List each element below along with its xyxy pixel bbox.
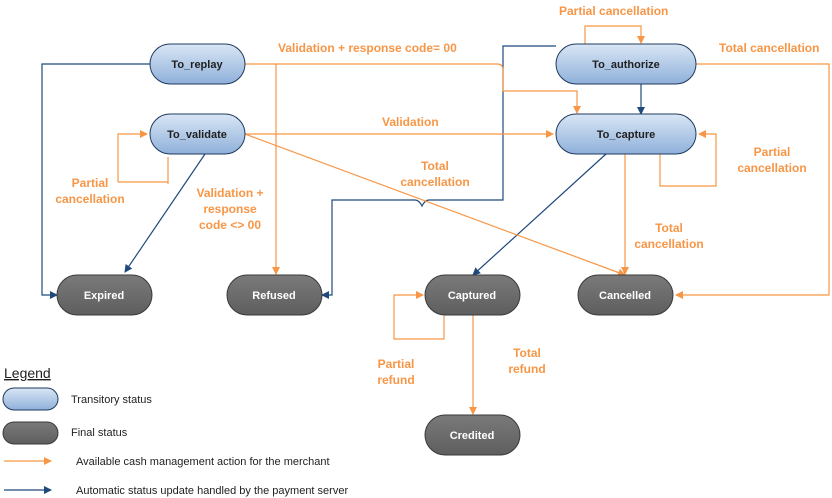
node-to-replay: To_replay xyxy=(149,43,246,85)
node-cancelled: Cancelled xyxy=(577,274,674,316)
node-captured: Captured xyxy=(424,274,521,316)
label-partial-cancellation-left-1: Partial xyxy=(72,176,109,190)
node-to-capture: To_capture xyxy=(555,113,697,155)
edge-replay-to-capture xyxy=(276,63,581,114)
node-expired: Expired xyxy=(56,274,153,316)
node-to-authorize-label: To_authorize xyxy=(592,59,660,71)
label-validation-response-00: Validation + response code= 00 xyxy=(278,41,457,55)
edge-validate-to-cancelled xyxy=(244,133,626,277)
edge-captured-partial-refund-loop xyxy=(393,291,445,340)
label-total-refund-1: Total xyxy=(513,346,541,360)
node-to-replay-label: To_replay xyxy=(171,59,223,71)
edge-capture-to-captured xyxy=(472,153,607,276)
edge-validate-partial-cancellation-loop xyxy=(117,134,169,184)
edge-authorize-partial-cancellation-loop xyxy=(584,25,645,44)
label-partial-cancellation-top: Partial cancellation xyxy=(559,4,668,18)
label-total-cancellation-right-2: cancellation xyxy=(634,237,703,251)
node-credited: Credited xyxy=(424,414,521,456)
label-partial-refund-1: Partial xyxy=(378,357,415,371)
label-total-cancellation-mid-1: Total xyxy=(421,159,449,173)
node-expired-label: Expired xyxy=(84,290,124,302)
node-to-validate-label: To_validate xyxy=(167,129,227,141)
legend-transitory-label: Transitory status xyxy=(71,394,152,406)
edge-authorize-to-refused xyxy=(321,45,556,299)
label-validation-response-not00-1: Validation + xyxy=(196,186,263,200)
node-credited-label: Credited xyxy=(450,430,495,442)
label-total-cancellation-mid-2: cancellation xyxy=(400,175,469,189)
node-refused-label: Refused xyxy=(252,290,295,302)
label-validation-response-not00-3: code <> 00 xyxy=(199,218,261,232)
label-total-cancellation-right-1: Total xyxy=(655,221,683,235)
node-cancelled-label: Cancelled xyxy=(599,290,651,302)
edge-validate-to-expired xyxy=(124,153,206,273)
edge-replay-to-expired xyxy=(41,63,150,299)
label-validation: Validation xyxy=(382,115,439,129)
legend-final-swatch xyxy=(2,421,59,445)
node-to-authorize: To_authorize xyxy=(555,43,697,85)
node-to-capture-label: To_capture xyxy=(597,129,655,141)
node-captured-label: Captured xyxy=(448,290,496,302)
edge-authorize-to-cancelled xyxy=(675,63,830,299)
edge-capture-partial-cancellation-loop xyxy=(659,130,717,187)
legend-transitory-swatch xyxy=(2,387,59,411)
label-partial-cancellation-right-1: Partial xyxy=(754,145,791,159)
label-partial-refund-2: refund xyxy=(377,373,414,387)
node-refused: Refused xyxy=(226,274,323,316)
label-partial-cancellation-left-2: cancellation xyxy=(55,192,124,206)
edge-replay-to-refused xyxy=(245,63,280,275)
node-to-validate: To_validate xyxy=(149,113,246,155)
legend-merchant-label: Available cash management action for the… xyxy=(76,456,330,468)
legend-automatic-label: Automatic status update handled by the p… xyxy=(76,485,348,497)
label-partial-cancellation-right-2: cancellation xyxy=(737,161,806,175)
label-total-refund-2: refund xyxy=(508,362,545,376)
legend-title: Legend xyxy=(4,365,51,381)
label-validation-response-not00-2: response xyxy=(203,202,257,216)
legend-final-label: Final status xyxy=(71,427,128,439)
label-total-cancellation-top: Total cancellation xyxy=(719,41,819,55)
